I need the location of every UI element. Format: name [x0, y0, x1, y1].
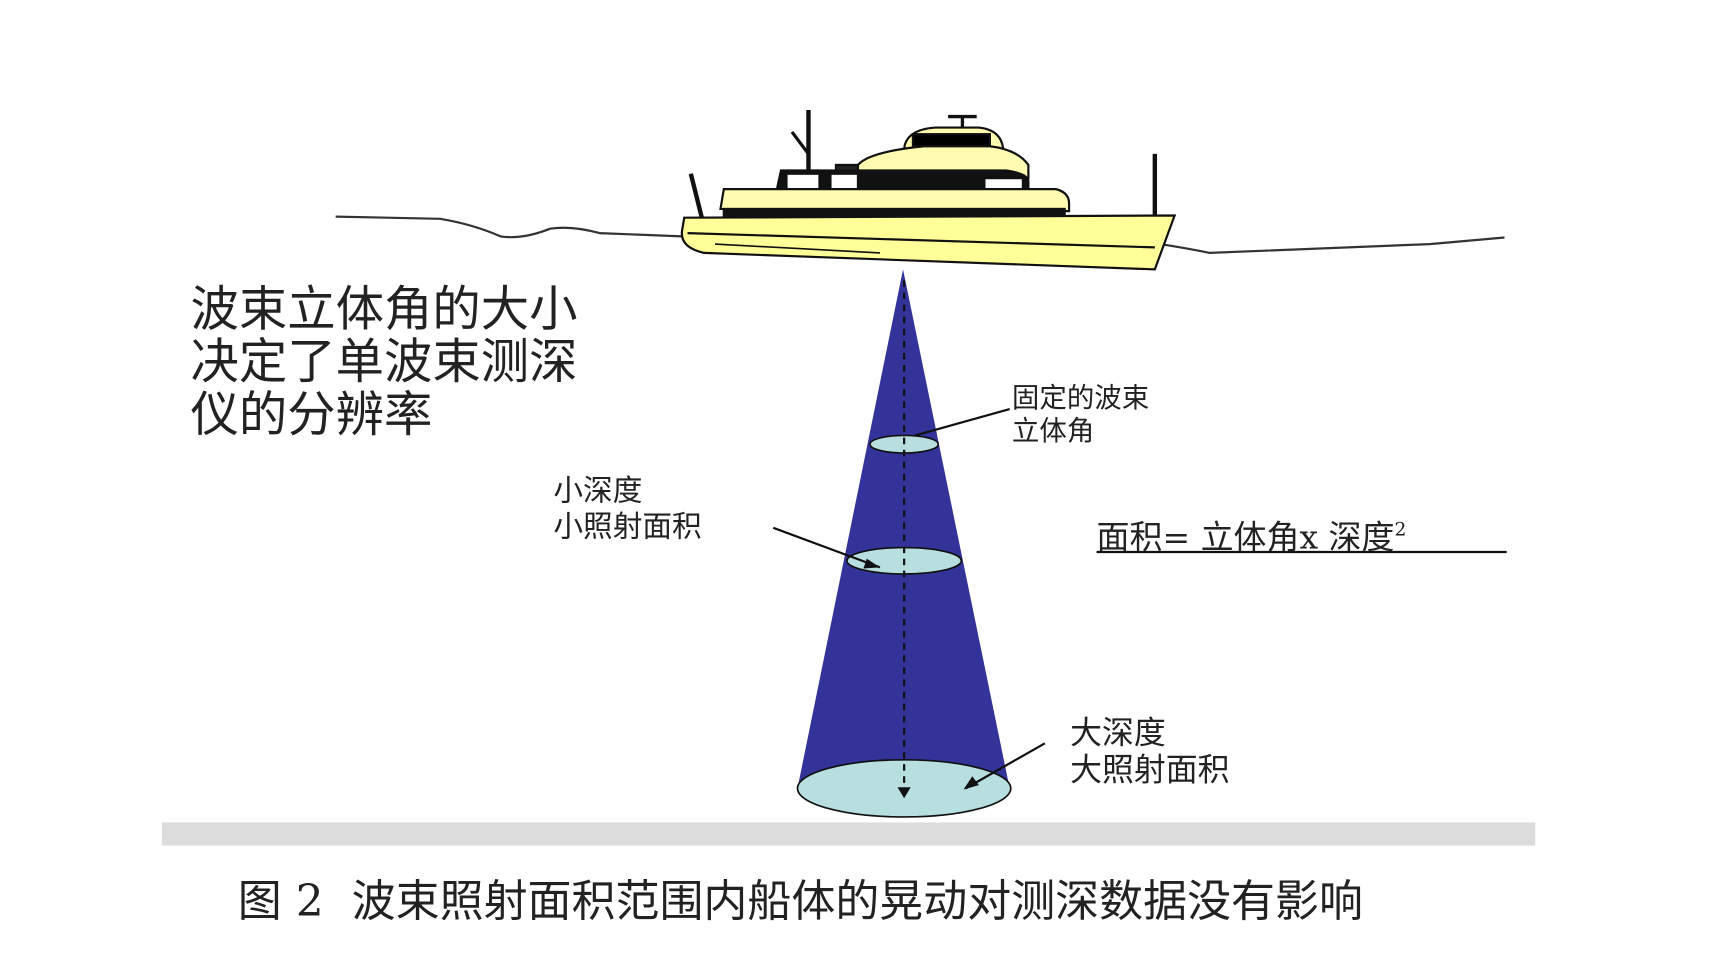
- leader-large-depth: [965, 742, 1046, 790]
- leader-small-depth: [772, 526, 881, 569]
- label-fixed-angle-2: 立体角: [1012, 415, 1094, 447]
- formula-text: 面积= 立体角x 深度: [1097, 518, 1395, 557]
- title-line-3: 仪的分辨率: [191, 387, 433, 443]
- label-large-depth-1: 大深度: [1070, 713, 1166, 751]
- formula-superscript: 2: [1395, 519, 1407, 540]
- label-fixed-angle-1: 固定的波束: [1012, 382, 1149, 414]
- water-surface-right: [1160, 236, 1505, 254]
- figure-caption: 图 2 波束照射面积范围内船体的晃动对测深数据没有影响: [238, 876, 1363, 927]
- arrow-head-icon: [963, 776, 979, 790]
- formula: 面积= 立体角x 深度2: [1097, 518, 1407, 557]
- label-small-depth-1: 小深度: [553, 472, 642, 507]
- title-line-2: 决定了单波束测深: [191, 334, 578, 390]
- arrow-head-icon: [897, 787, 911, 799]
- leader-fixed-angle: [914, 407, 1010, 437]
- label-small-depth-2: 小照射面积: [553, 509, 701, 544]
- label-large-depth-2: 大照射面积: [1070, 751, 1229, 789]
- water-surface-left: [335, 215, 683, 239]
- seabed-bar: [161, 822, 1536, 846]
- boat-icon: [680, 109, 1177, 271]
- arrow-head-icon: [863, 558, 880, 569]
- title-line-1: 波束立体角的大小: [191, 281, 578, 337]
